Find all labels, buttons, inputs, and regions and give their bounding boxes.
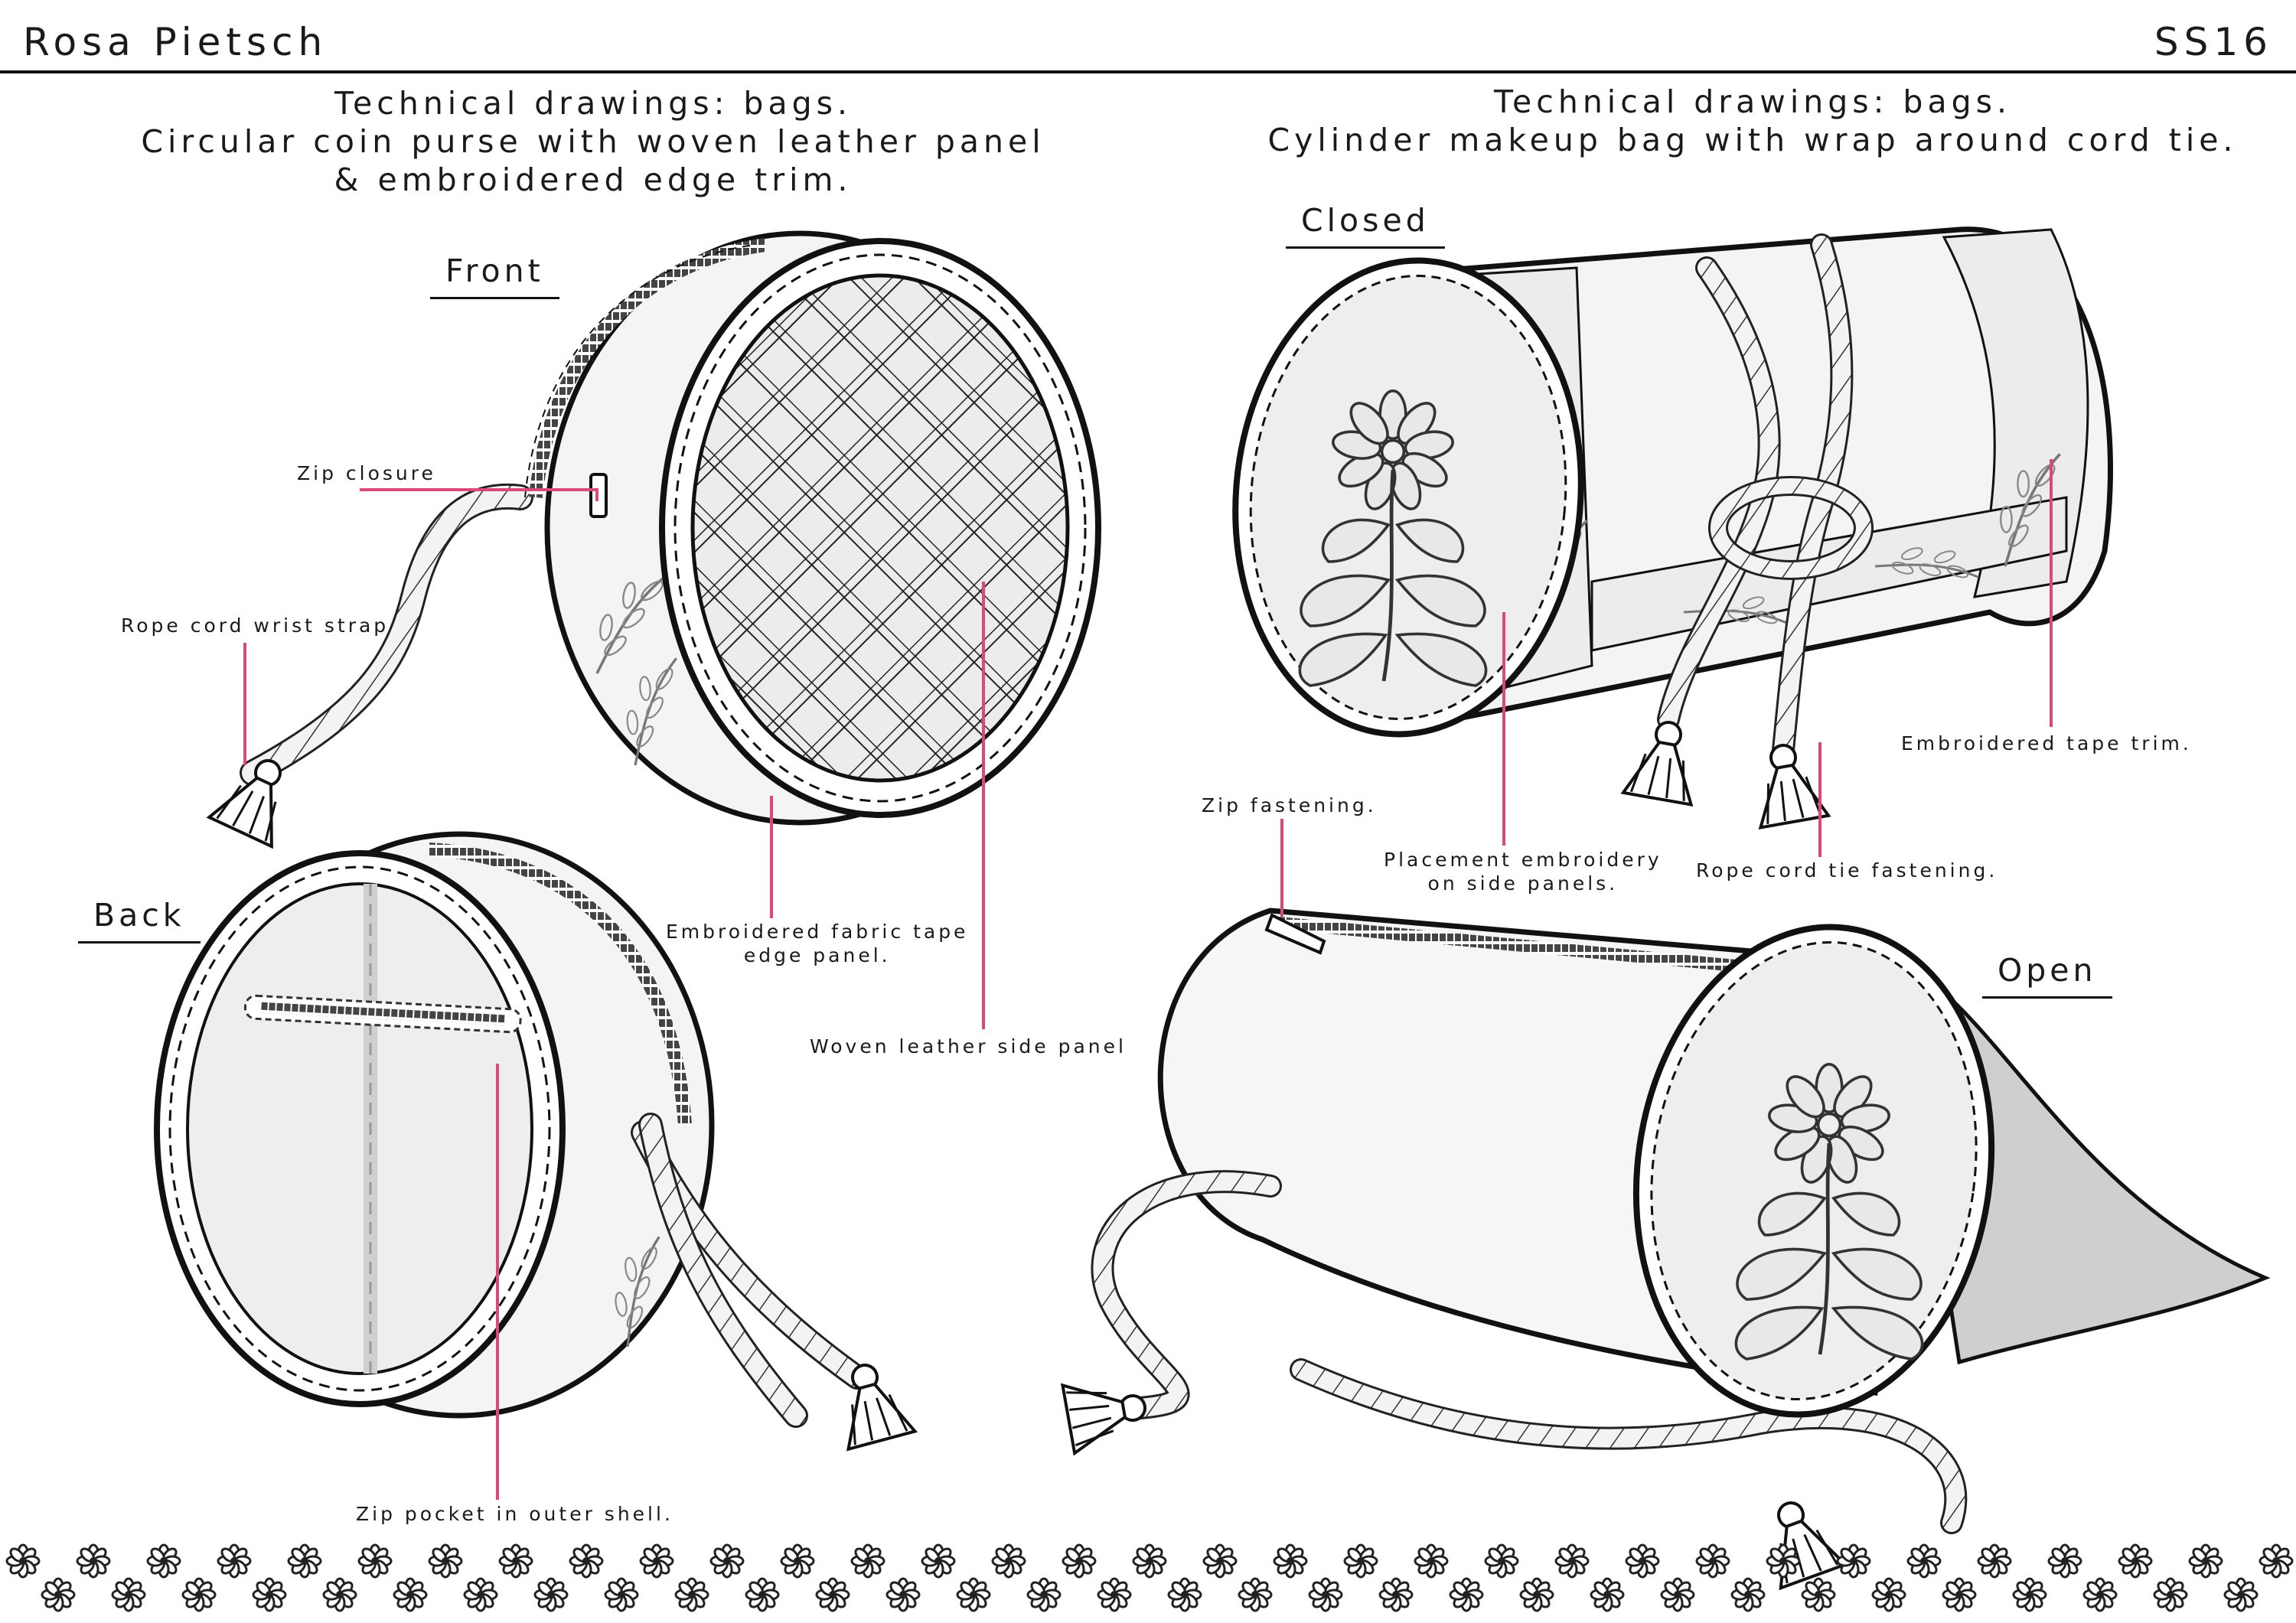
zip-pocket-label: Zip pocket in outer shell. xyxy=(356,1503,673,1525)
border-flower xyxy=(1836,1543,1871,1579)
border-flower xyxy=(322,1577,357,1612)
leader-lines xyxy=(243,459,2053,1500)
closed-view-label: Closed xyxy=(1286,202,1445,249)
left-title-line3: & embroidered edge trim. xyxy=(334,161,853,198)
border-flower xyxy=(780,1543,815,1579)
border-flower xyxy=(111,1577,146,1612)
border-flower xyxy=(885,1577,921,1612)
border-flower xyxy=(569,1543,604,1579)
border-flower xyxy=(1097,1577,1132,1612)
zip-fastening-label: Zip fastening. xyxy=(1202,794,1377,816)
tape-edge-panel-line2: edge panel. xyxy=(743,944,891,966)
border-flower xyxy=(1554,1543,1590,1579)
left-title-line1: Technical drawings: bags. xyxy=(334,85,852,122)
border-flower xyxy=(217,1543,252,1579)
border-flower xyxy=(41,1577,76,1612)
border-flower xyxy=(463,1577,498,1612)
border-flower xyxy=(1625,1543,1660,1579)
front-purse-drawing xyxy=(207,230,1101,849)
border-flower xyxy=(1167,1577,1202,1612)
right-title-line1: Technical drawings: bags. xyxy=(1493,83,2011,120)
border-flower xyxy=(146,1543,181,1579)
border-flower xyxy=(287,1543,322,1579)
placement-embroidery-line1: Placement embroidery xyxy=(1384,849,1662,871)
border-flower xyxy=(674,1577,709,1612)
border-flower xyxy=(181,1577,217,1612)
border-flower xyxy=(991,1543,1026,1579)
border-flower xyxy=(1730,1577,1766,1612)
border-flower xyxy=(1906,1543,1942,1579)
tape-edge-panel-line1: Embroidered fabric tape xyxy=(666,921,969,943)
right-title-line2: Cylinder makeup bag with wrap around cor… xyxy=(1267,122,2238,158)
border-flower xyxy=(2047,1543,2082,1579)
border-flower xyxy=(2223,1577,2258,1612)
border-flower xyxy=(1238,1577,1273,1612)
border-flower xyxy=(1590,1577,1625,1612)
border-flower xyxy=(1660,1577,1695,1612)
border-flower xyxy=(956,1577,991,1612)
border-flower xyxy=(5,1543,41,1579)
border-flower xyxy=(745,1577,780,1612)
left-title-line2: Circular coin purse with woven leather p… xyxy=(141,123,1045,160)
border-flower xyxy=(2188,1543,2223,1579)
border-flower xyxy=(1414,1543,1449,1579)
border-flower xyxy=(1202,1543,1238,1579)
placement-embroidery-line2: on side panels. xyxy=(1427,872,1619,895)
left-title: Technical drawings: bags. Circular coin … xyxy=(115,84,1071,199)
border-flower xyxy=(850,1543,885,1579)
border-flower xyxy=(1449,1577,1484,1612)
border-flower xyxy=(1519,1577,1554,1612)
rope-tie-label: Rope cord tie fastening. xyxy=(1696,859,1998,882)
border-flower xyxy=(357,1543,393,1579)
tape-trim-label: Embroidered tape trim. xyxy=(1901,732,2192,754)
border-flower xyxy=(1977,1543,2012,1579)
border-flower xyxy=(1378,1577,1414,1612)
open-view-label: Open xyxy=(1982,952,2112,999)
border-flower xyxy=(1942,1577,1977,1612)
closed-cylinder-drawing xyxy=(1232,227,2113,829)
border-flower xyxy=(1871,1577,1906,1612)
border-flower xyxy=(1308,1577,1343,1612)
placement-embroidery-label: Placement embroidery on side panels. xyxy=(1384,848,1662,895)
border-flower xyxy=(76,1543,111,1579)
border-flower xyxy=(428,1543,463,1579)
woven-panel-label: Woven leather side panel xyxy=(810,1035,1127,1058)
border-flower xyxy=(921,1543,956,1579)
zip-closure-label: Zip closure xyxy=(297,462,436,484)
right-title: Technical drawings: bags. Cylinder makeu… xyxy=(1255,83,2250,159)
border-flower xyxy=(2118,1543,2153,1579)
border-flower xyxy=(1766,1543,1801,1579)
front-view-label: Front xyxy=(430,253,559,299)
rope-strap-label: Rope cord wrist strap xyxy=(121,614,390,637)
back-view-label: Back xyxy=(78,897,201,943)
border-flower xyxy=(1026,1577,1062,1612)
border-flower xyxy=(1695,1543,1730,1579)
border-flower xyxy=(2082,1577,2118,1612)
border-flower xyxy=(2153,1577,2188,1612)
border-flower xyxy=(533,1577,569,1612)
border-flower xyxy=(2258,1543,2294,1579)
header-rule xyxy=(0,70,2296,73)
border-flower xyxy=(1273,1543,1308,1579)
floral-border xyxy=(5,1543,2294,1612)
border-flower xyxy=(252,1577,287,1612)
border-flower xyxy=(815,1577,850,1612)
border-flower xyxy=(1484,1543,1519,1579)
season-code: SS16 xyxy=(2154,20,2273,64)
open-cylinder-drawing xyxy=(1061,908,2271,1590)
designer-name: Rosa Pietsch xyxy=(23,20,328,64)
border-flower xyxy=(498,1543,533,1579)
back-purse-drawing xyxy=(154,831,917,1451)
border-flower xyxy=(1062,1543,1097,1579)
border-flower xyxy=(393,1577,428,1612)
border-flower xyxy=(1801,1577,1836,1612)
border-flower xyxy=(709,1543,745,1579)
tape-edge-panel-label: Embroidered fabric tape edge panel. xyxy=(666,920,968,967)
border-flower xyxy=(639,1543,674,1579)
border-flower xyxy=(2012,1577,2047,1612)
border-flower xyxy=(604,1577,639,1612)
border-flower xyxy=(1132,1543,1167,1579)
border-flower xyxy=(1343,1543,1378,1579)
